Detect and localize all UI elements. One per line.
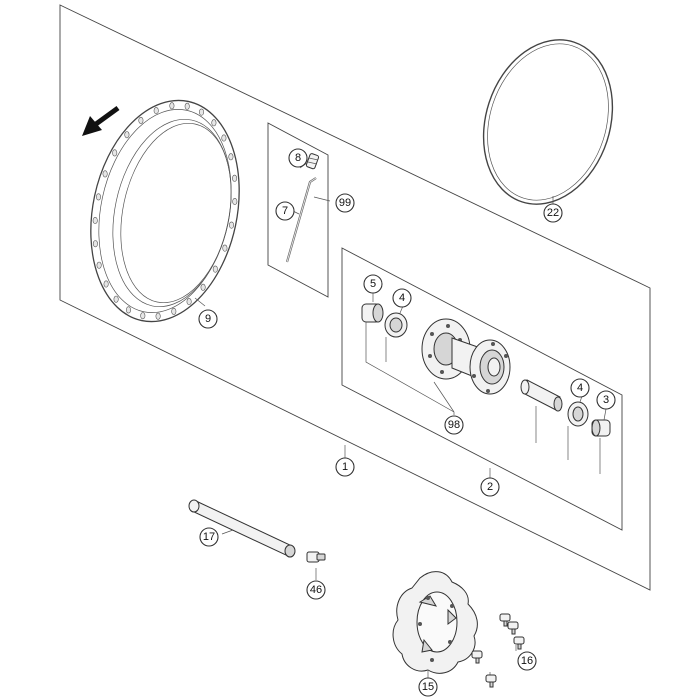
- rim-tape: [482, 39, 614, 205]
- rim-spoke-hole: [92, 240, 98, 248]
- callout-17[interactable]: 17: [199, 527, 219, 547]
- rim-spoke-hole: [184, 102, 190, 110]
- rim-spoke-hole: [232, 174, 238, 182]
- svg-text:17: 17: [203, 531, 215, 543]
- svg-text:16: 16: [521, 655, 533, 667]
- rim-spoke-hole: [171, 307, 177, 315]
- svg-text:9: 9: [205, 313, 211, 325]
- callout-7[interactable]: 7: [275, 201, 295, 221]
- rim-spoke-hole: [103, 280, 109, 288]
- arrow-icon: [82, 105, 120, 136]
- rim-spoke-hole: [199, 108, 205, 116]
- leader-lines: [194, 162, 607, 680]
- svg-text:1: 1: [342, 461, 348, 473]
- callout-9[interactable]: 9: [198, 309, 218, 329]
- rim-spoke-hole: [153, 107, 159, 115]
- disc-screws: [471, 613, 525, 688]
- svg-text:4: 4: [577, 382, 583, 394]
- callout-15[interactable]: 15: [418, 677, 438, 697]
- spoke-nipple: [305, 153, 320, 170]
- callout-3[interactable]: 3: [596, 390, 616, 410]
- callout-5[interactable]: 5: [363, 274, 383, 294]
- rim-spoke-hole: [113, 295, 119, 303]
- rim-spoke-hole: [228, 153, 234, 161]
- svg-text:99: 99: [339, 197, 351, 209]
- distance-sleeve: [520, 379, 563, 412]
- svg-text:5: 5: [370, 278, 376, 290]
- rim-spoke-hole: [186, 298, 192, 306]
- rim-spoke-hole: [112, 149, 118, 157]
- callout-4-left[interactable]: 4: [392, 288, 412, 308]
- svg-text:22: 22: [547, 207, 559, 219]
- callout-22[interactable]: 22: [543, 203, 563, 223]
- brake-disc: [392, 571, 478, 674]
- rim-spoke-hole: [229, 221, 235, 229]
- rim-spoke-hole: [126, 306, 132, 314]
- rim-spoke-hole: [222, 244, 228, 252]
- rim-spoke-hole: [169, 102, 175, 110]
- callout-46[interactable]: 46: [306, 580, 326, 600]
- wheel-hub: [421, 318, 511, 395]
- svg-text:8: 8: [295, 152, 301, 164]
- rim-spoke-hole: [96, 193, 102, 201]
- rim: [90, 99, 240, 323]
- svg-text:4: 4: [399, 292, 405, 304]
- rim-spoke-hole: [232, 198, 238, 206]
- bearing-right: [567, 401, 589, 427]
- callout-8[interactable]: 8: [288, 148, 308, 168]
- svg-text:46: 46: [310, 584, 322, 596]
- callout-1[interactable]: 1: [335, 457, 355, 477]
- axle-bolt: [306, 551, 326, 563]
- assembly-outline: [59, 4, 651, 591]
- bearing-left: [384, 312, 408, 338]
- spacer-left: [361, 303, 384, 323]
- rim-spoke-hole: [200, 283, 206, 291]
- svg-text:98: 98: [448, 419, 460, 431]
- rim-spoke-hole: [138, 116, 144, 124]
- axle: [188, 499, 296, 558]
- rim-spoke-hole: [140, 312, 146, 320]
- rim-spoke-hole: [92, 217, 98, 225]
- rim-spoke-hole: [212, 265, 218, 273]
- rim-spoke-hole: [96, 261, 102, 269]
- hub-group-outline: [341, 247, 623, 531]
- svg-text:15: 15: [422, 681, 434, 693]
- callout-16[interactable]: 16: [517, 651, 537, 671]
- callout-4-right[interactable]: 4: [570, 378, 590, 398]
- spoke-group-outline: [267, 122, 329, 298]
- svg-text:2: 2: [487, 481, 493, 493]
- svg-text:7: 7: [282, 205, 288, 217]
- callout-98[interactable]: 98: [444, 415, 464, 435]
- svg-text:3: 3: [603, 394, 609, 406]
- callout-2[interactable]: 2: [480, 477, 500, 497]
- rim-spoke-hole: [155, 312, 161, 320]
- rim-spoke-hole: [221, 134, 227, 142]
- rim-spoke-hole: [124, 131, 130, 139]
- rim-spoke-hole: [211, 119, 217, 127]
- rim-spoke-hole: [102, 170, 108, 178]
- spoke: [285, 177, 317, 263]
- callout-99[interactable]: 99: [335, 193, 355, 213]
- spacer-right: [591, 419, 611, 437]
